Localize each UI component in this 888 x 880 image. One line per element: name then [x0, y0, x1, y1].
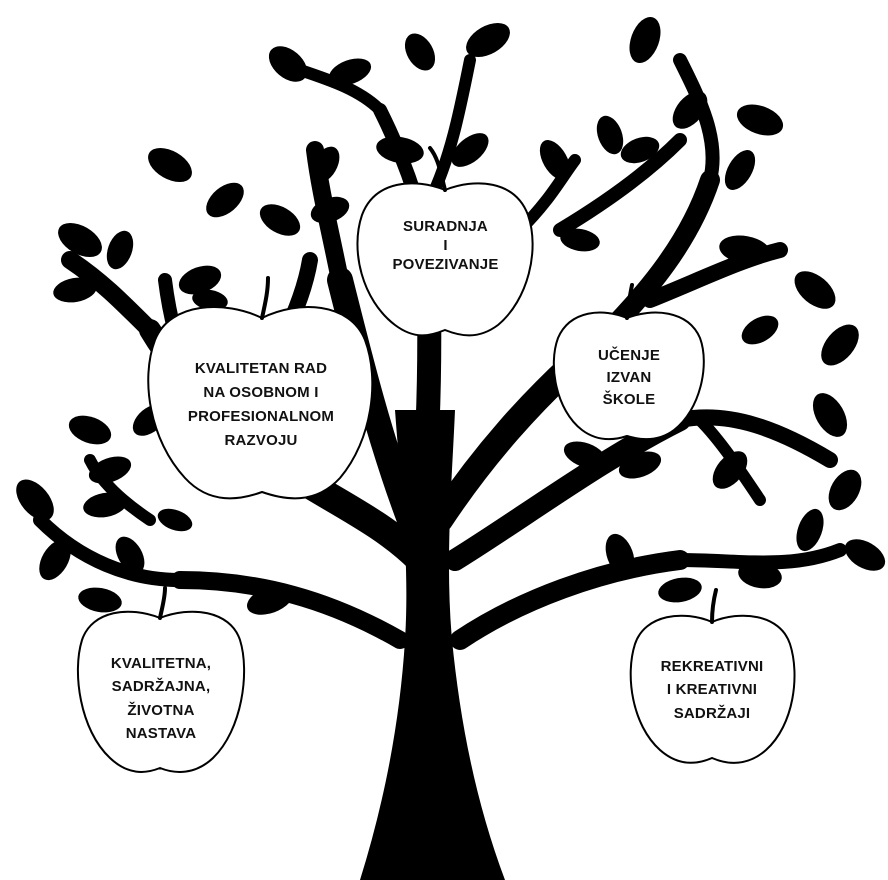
- apple-label-rekreativni: REKREATIVNI I KREATIVNI SADRŽAJI: [636, 655, 788, 725]
- apple-label-line: SURADNJA: [403, 218, 488, 235]
- apple-label-ucenje: UČENJE IZVAN ŠKOLE: [562, 345, 696, 410]
- apple-label-line: RAZVOJU: [224, 432, 298, 449]
- apple-label-line: KVALITETNA,: [110, 655, 212, 672]
- apple-label-line: SADRŽAJI: [673, 704, 751, 722]
- apple-stems: [158, 146, 718, 624]
- apple-suradnja: [356, 182, 534, 337]
- apple-label-line: I: [443, 236, 448, 254]
- apple-kvalitetan-rad: [147, 306, 374, 500]
- apple-label-line: KVALITETAN RAD: [194, 360, 328, 377]
- apple-label-line: IZVAN: [606, 368, 652, 386]
- tree-trunk: [360, 410, 505, 880]
- apple-label-line: REKREATIVNI: [660, 658, 764, 675]
- apple-label-line: SADRŽAJNA,: [111, 678, 211, 696]
- apple-label-kvalitetna-nastava: KVALITETNA, SADRŽAJNA, ŽIVOTNA NASTAVA: [84, 652, 238, 745]
- apple-kvalitetna-nastava: [76, 610, 246, 773]
- tree-leaves: [16, 16, 886, 615]
- apple-label-line: UČENJE: [597, 347, 661, 364]
- apple-ucenje: [552, 311, 705, 441]
- apple-label-line: ŽIVOTNA: [127, 701, 195, 719]
- apple-label-line: NASTAVA: [125, 724, 197, 742]
- apple-label-line: POVEZIVANJE: [392, 255, 499, 273]
- apple-label-suradnja: SURADNJA I POVEZIVANJE: [368, 218, 523, 274]
- apple-label-line: ŠKOLE: [602, 390, 656, 408]
- apple-shapes: [76, 182, 796, 773]
- apple-label-line: NA OSOBNOM I: [203, 384, 319, 401]
- apple-label-line: I KREATIVNI: [666, 681, 758, 699]
- apple-label-line: PROFESIONALNOM: [187, 408, 335, 425]
- apple-label-kvalitetan-rad: KVALITETAN RAD NA OSOBNOM I PROFESIONALN…: [150, 357, 372, 453]
- apple-rekreativni: [629, 614, 796, 764]
